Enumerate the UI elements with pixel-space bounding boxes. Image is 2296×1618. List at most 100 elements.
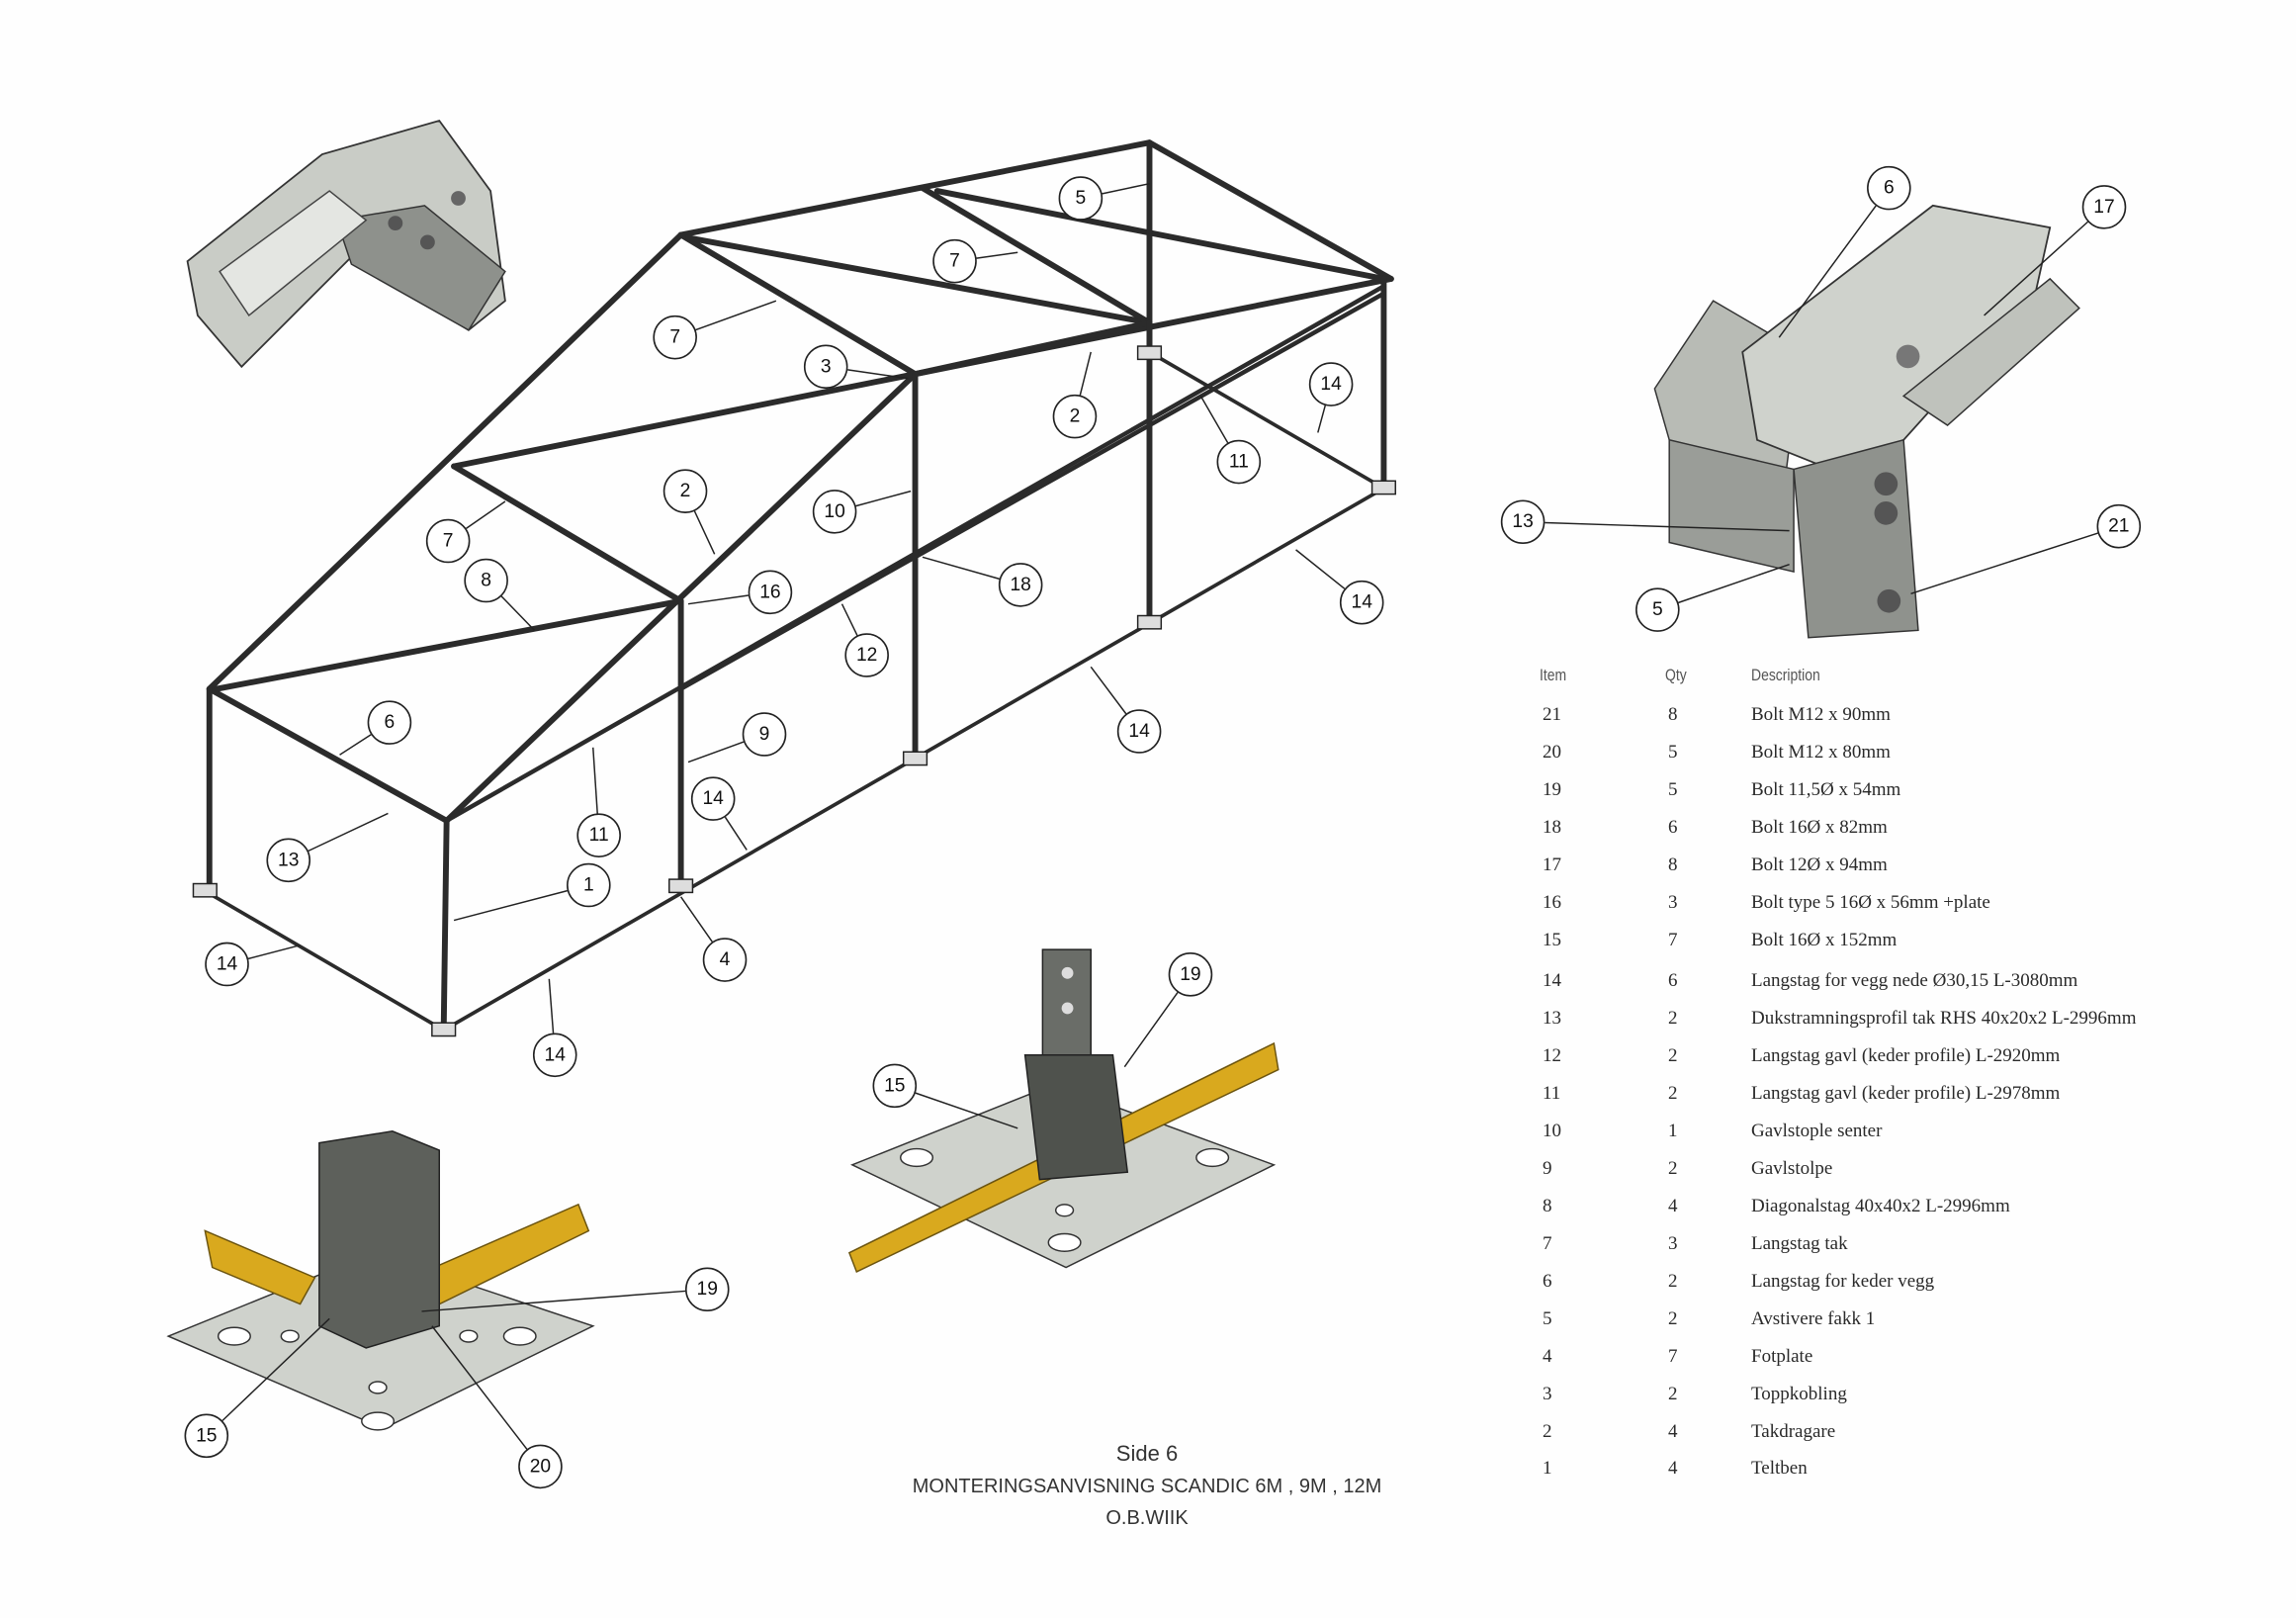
leader-line	[1317, 404, 1326, 433]
row-description: Avstivere fakk 1	[1751, 1308, 1876, 1329]
row-item: 8	[1543, 1196, 1552, 1216]
row-description: Langstag gavl (keder profile) L-2978mm	[1751, 1083, 2061, 1104]
row-description: Bolt M12 x 90mm	[1751, 704, 1891, 725]
row-description: Bolt 16Ø x 152mm	[1751, 930, 1898, 950]
leader-line	[1090, 666, 1127, 715]
row-qty: 1	[1668, 1121, 1678, 1141]
callout-7: 7	[425, 500, 506, 564]
row-item: 1	[1543, 1458, 1552, 1479]
row-item: 20	[1543, 742, 1561, 763]
leader-line	[1678, 563, 1790, 604]
foot-plate-detail-center	[847, 948, 1280, 1273]
callout-3: 3	[803, 344, 909, 390]
callout-7: 7	[932, 238, 1018, 284]
callout-circle	[872, 1063, 918, 1109]
callout-number: 1	[583, 875, 594, 896]
header-qty: Qty	[1665, 666, 1687, 684]
callout-circle	[653, 315, 697, 360]
leader-line	[308, 812, 389, 853]
row-qty: 3	[1668, 1233, 1678, 1254]
callout-circle	[998, 563, 1043, 607]
row-item: 6	[1543, 1271, 1552, 1292]
callout-number: 16	[759, 582, 780, 602]
callout-circle	[812, 490, 857, 534]
callout-5: 5	[1635, 563, 1790, 632]
callout-14: 14	[1308, 362, 1354, 433]
callout-circle	[932, 238, 977, 284]
callout-number: 14	[217, 953, 238, 974]
leader-line	[453, 889, 569, 922]
callout-number: 11	[1229, 452, 1249, 473]
row-description: Gavlstolpe	[1751, 1158, 1833, 1179]
header-description: Description	[1751, 666, 1820, 684]
leader-line	[840, 603, 858, 636]
callout-21: 21	[1910, 503, 2142, 595]
callout-9: 9	[687, 712, 787, 764]
callout-circle	[1052, 394, 1098, 439]
callout-circle	[2081, 185, 2127, 229]
callout-number: 14	[702, 788, 724, 809]
callout-circle	[425, 518, 471, 564]
row-description: Langstag gavl (keder profile) L-2920mm	[1751, 1045, 2061, 1066]
row-item: 21	[1543, 704, 1561, 725]
callout-14: 14	[205, 942, 301, 987]
callout-circle	[748, 570, 793, 615]
callout-circle	[567, 862, 611, 908]
row-qty: 7	[1668, 930, 1678, 950]
callout-circle	[690, 776, 736, 821]
callout-13: 13	[1500, 499, 1790, 545]
callout-number: 10	[824, 501, 844, 522]
row-description: Bolt M12 x 80mm	[1751, 742, 1891, 763]
leader-line	[500, 595, 536, 631]
author: O.B.WIIK	[1105, 1507, 1189, 1529]
row-qty: 2	[1668, 1158, 1678, 1179]
leader-line	[431, 1325, 528, 1450]
row-qty: 2	[1668, 1308, 1678, 1329]
callout-number: 2	[680, 481, 691, 501]
foot-plate-detail-left	[166, 1130, 595, 1431]
leader-line	[548, 978, 555, 1034]
callout-number: 14	[1128, 721, 1150, 742]
callout-number: 7	[669, 327, 680, 348]
callout-circle	[464, 558, 508, 603]
callout-7: 7	[653, 300, 777, 360]
leader-line	[1123, 991, 1179, 1068]
callout-15: 15	[184, 1317, 330, 1459]
leader-line	[221, 1317, 330, 1422]
row-qty: 2	[1668, 1384, 1678, 1404]
callout-12: 12	[840, 603, 889, 677]
leader-line	[421, 1290, 686, 1312]
row-item: 2	[1543, 1421, 1552, 1442]
callout-number: 11	[589, 825, 609, 846]
callout-16: 16	[687, 570, 793, 615]
callout-19: 19	[421, 1267, 730, 1312]
callout-circle	[702, 938, 748, 982]
leader-line	[687, 594, 750, 605]
callout-circle	[367, 700, 412, 745]
callout-circle	[1867, 165, 1911, 211]
callout-number: 6	[385, 712, 396, 733]
callout-number: 6	[1884, 178, 1895, 199]
row-item: 15	[1543, 930, 1561, 950]
callout-number: 21	[2108, 516, 2129, 537]
row-item: 10	[1543, 1121, 1561, 1141]
callout-number: 3	[821, 356, 832, 377]
callout-circle	[1216, 439, 1262, 485]
callout-number: 8	[481, 570, 491, 590]
leader-line	[847, 369, 909, 380]
row-item: 5	[1543, 1308, 1552, 1329]
callout-8: 8	[464, 558, 536, 631]
callout-number: 7	[949, 251, 960, 272]
row-description: Bolt 16Ø x 82mm	[1751, 817, 1888, 838]
leader-line	[724, 816, 748, 851]
callout-1: 1	[453, 862, 611, 922]
callout-number: 9	[759, 724, 770, 745]
callout-17: 17	[1984, 185, 2127, 316]
row-qty: 2	[1668, 1271, 1678, 1292]
leader-line	[592, 747, 598, 814]
callout-number: 13	[1512, 511, 1533, 532]
callout-circle	[1308, 362, 1354, 406]
callout-2: 2	[1052, 351, 1098, 439]
